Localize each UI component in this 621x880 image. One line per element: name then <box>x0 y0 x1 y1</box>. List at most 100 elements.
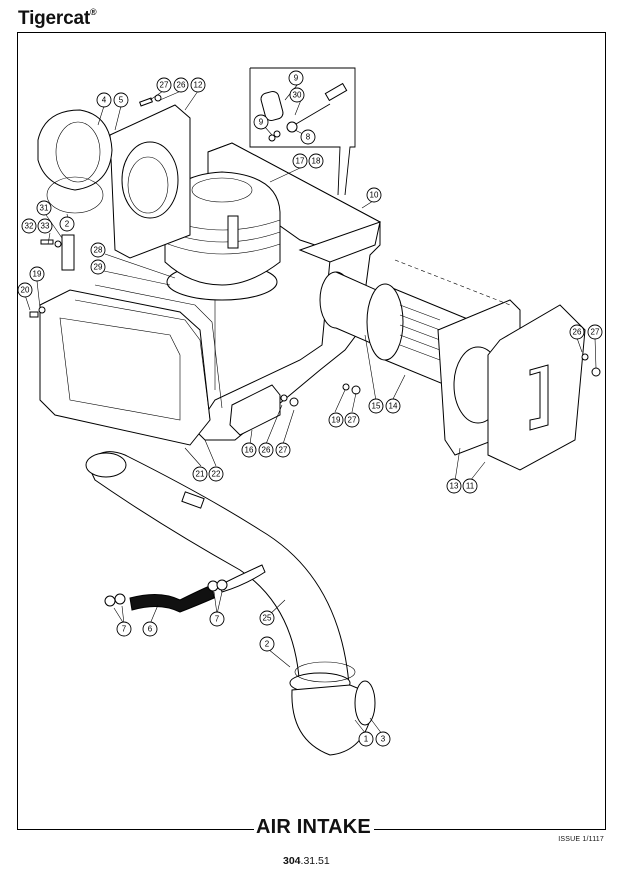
svg-text:18: 18 <box>312 157 321 166</box>
callout-30[interactable]: 30 <box>289 87 305 103</box>
svg-text:3: 3 <box>381 735 386 744</box>
page-number-prefix: 304 <box>283 855 301 867</box>
svg-text:26: 26 <box>177 81 186 90</box>
callout-9-left[interactable]: 9 <box>253 114 269 130</box>
svg-text:32: 32 <box>25 222 34 231</box>
outlet-elbow <box>289 661 376 756</box>
callout-3[interactable]: 3 <box>375 731 391 747</box>
callout-7-right[interactable]: 7 <box>209 611 225 627</box>
svg-text:33: 33 <box>41 222 50 231</box>
svg-text:10: 10 <box>370 191 379 200</box>
svg-text:28: 28 <box>94 246 103 255</box>
callout-31[interactable]: 31 <box>36 200 52 216</box>
adapter-flange <box>37 104 191 259</box>
pre-cleaner <box>164 171 281 301</box>
callout-32[interactable]: 32 <box>21 218 37 234</box>
svg-text:4: 4 <box>102 96 107 105</box>
svg-text:20: 20 <box>21 286 30 295</box>
callout-12[interactable]: 12 <box>190 77 206 93</box>
callout-15[interactable]: 15 <box>368 398 384 414</box>
svg-text:2: 2 <box>65 220 70 229</box>
svg-text:29: 29 <box>94 263 103 272</box>
callout-8[interactable]: 8 <box>300 129 316 145</box>
svg-text:9: 9 <box>259 118 264 127</box>
svg-text:11: 11 <box>466 482 475 491</box>
callout-26-right[interactable]: 26 <box>569 324 585 340</box>
svg-text:6: 6 <box>148 625 153 634</box>
callout-2-upper[interactable]: 2 <box>59 216 75 232</box>
callout-20[interactable]: 20 <box>17 282 33 298</box>
svg-text:19: 19 <box>33 270 42 279</box>
callout-7-left[interactable]: 7 <box>116 621 132 637</box>
callout-27[interactable]: 27 <box>156 77 172 93</box>
callout-6[interactable]: 6 <box>142 621 158 637</box>
callout-33[interactable]: 33 <box>37 218 53 234</box>
callout-16[interactable]: 16 <box>241 442 257 458</box>
access-plate <box>229 384 281 436</box>
svg-text:5: 5 <box>119 96 124 105</box>
callout-5[interactable]: 5 <box>113 92 129 108</box>
callout-11[interactable]: 11 <box>462 478 478 494</box>
svg-text:8: 8 <box>306 133 311 142</box>
callout-26-lower[interactable]: 26 <box>258 442 274 458</box>
svg-text:30: 30 <box>293 91 302 100</box>
callout-19-mid[interactable]: 19 <box>328 412 344 428</box>
svg-text:27: 27 <box>591 328 600 337</box>
callout-9-top[interactable]: 9 <box>288 70 304 86</box>
svg-text:12: 12 <box>194 81 203 90</box>
issue-label: ISSUE 1/1117 <box>558 836 604 843</box>
page-number-suffix: .31.51 <box>300 855 330 867</box>
svg-text:26: 26 <box>573 328 582 337</box>
svg-text:17: 17 <box>296 157 305 166</box>
diagram-frame <box>17 32 606 830</box>
svg-text:27: 27 <box>348 416 357 425</box>
svg-text:22: 22 <box>212 470 221 479</box>
callout-17[interactable]: 17 <box>292 153 308 169</box>
registered-mark: ® <box>89 7 97 17</box>
svg-text:15: 15 <box>372 402 381 411</box>
svg-text:26: 26 <box>262 446 271 455</box>
svg-text:27: 27 <box>279 446 288 455</box>
brand-name: Tigercat <box>18 8 90 29</box>
callouts: 4 5 27 26 12 9 30 9 8 17 18 10 31 2 32 3… <box>17 70 603 747</box>
diagram-title: AIR INTAKE <box>256 816 371 838</box>
svg-text:7: 7 <box>215 615 220 624</box>
callout-22[interactable]: 22 <box>208 466 224 482</box>
svg-text:27: 27 <box>160 81 169 90</box>
callout-25[interactable]: 25 <box>259 610 275 626</box>
callout-27-right[interactable]: 27 <box>587 324 603 340</box>
callout-1[interactable]: 1 <box>358 731 374 747</box>
svg-text:9: 9 <box>294 74 299 83</box>
svg-text:14: 14 <box>389 402 398 411</box>
callout-27-mid[interactable]: 27 <box>344 412 360 428</box>
callout-28[interactable]: 28 <box>90 242 106 258</box>
callout-26[interactable]: 26 <box>173 77 189 93</box>
page-number: 304.31.51 <box>283 855 330 867</box>
frame-bottom-left <box>17 829 254 830</box>
svg-text:1: 1 <box>364 735 369 744</box>
callout-10[interactable]: 10 <box>366 187 382 203</box>
callout-27-lower[interactable]: 27 <box>275 442 291 458</box>
svg-text:31: 31 <box>40 204 49 213</box>
callout-18[interactable]: 18 <box>308 153 324 169</box>
callout-14[interactable]: 14 <box>385 398 401 414</box>
svg-text:19: 19 <box>332 416 341 425</box>
svg-text:25: 25 <box>263 614 272 623</box>
callout-2-lower[interactable]: 2 <box>259 636 275 652</box>
intake-tube <box>85 451 351 701</box>
callout-4[interactable]: 4 <box>96 92 112 108</box>
callout-13[interactable]: 13 <box>446 478 462 494</box>
frame-bottom-right <box>374 829 605 830</box>
svg-text:2: 2 <box>265 640 270 649</box>
svg-text:21: 21 <box>196 470 205 479</box>
gasket-panels <box>39 284 223 446</box>
inset-box <box>249 67 356 196</box>
callout-29[interactable]: 29 <box>90 259 106 275</box>
hardware <box>29 94 601 407</box>
svg-text:13: 13 <box>450 482 459 491</box>
callout-19-left[interactable]: 19 <box>29 266 45 282</box>
callout-21[interactable]: 21 <box>192 466 208 482</box>
brand-logo: Tigercat® <box>18 7 97 30</box>
filter-assembly <box>319 259 586 471</box>
